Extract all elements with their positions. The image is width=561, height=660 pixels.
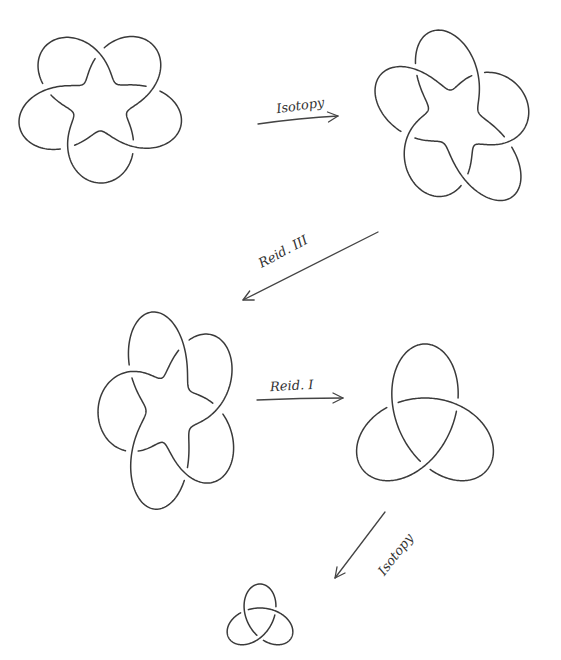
move-label-anchor: Reid. I [268,375,316,395]
knot-strand [398,398,493,481]
arrow-head [243,291,254,300]
knot-strand [227,613,275,645]
knot-diagram [19,37,181,183]
move-label: Reid. III [254,231,312,272]
knot-strand [415,30,504,137]
knot-strand [415,138,521,201]
move-label: Reid. I [268,377,316,395]
knot-diagram [357,344,494,481]
knot-strand [38,37,146,86]
move-label: Isotopy [273,95,327,118]
knot-diagram [375,30,529,200]
move-label-anchor: Reid. III [253,230,312,273]
knot-strand [248,608,293,645]
arrow-head [333,393,343,403]
knot-drawings [19,30,529,645]
knot-strand [404,75,461,196]
knot-strand [104,37,160,140]
move-label: Isotopy [373,529,418,580]
knot-strand [19,59,95,150]
knot-strand [128,312,212,403]
knot-strand [51,95,133,183]
move-arrow [257,398,343,400]
knot-strand [375,67,472,132]
move-label-anchor: Isotopy [372,528,418,580]
knot-diagram [227,584,293,645]
knot-strand [138,414,233,483]
arrow-head [328,112,339,122]
arrow-head [335,567,345,578]
knot-strand [468,72,529,173]
knot-strand [392,344,458,461]
move-arrow [243,232,378,300]
move-arrow [258,116,338,124]
knot-strand [98,350,179,450]
knot-strand [357,408,457,481]
knot-strand [75,91,182,148]
knot-diagram [98,312,234,509]
move-label-anchor: Isotopy [273,93,327,118]
